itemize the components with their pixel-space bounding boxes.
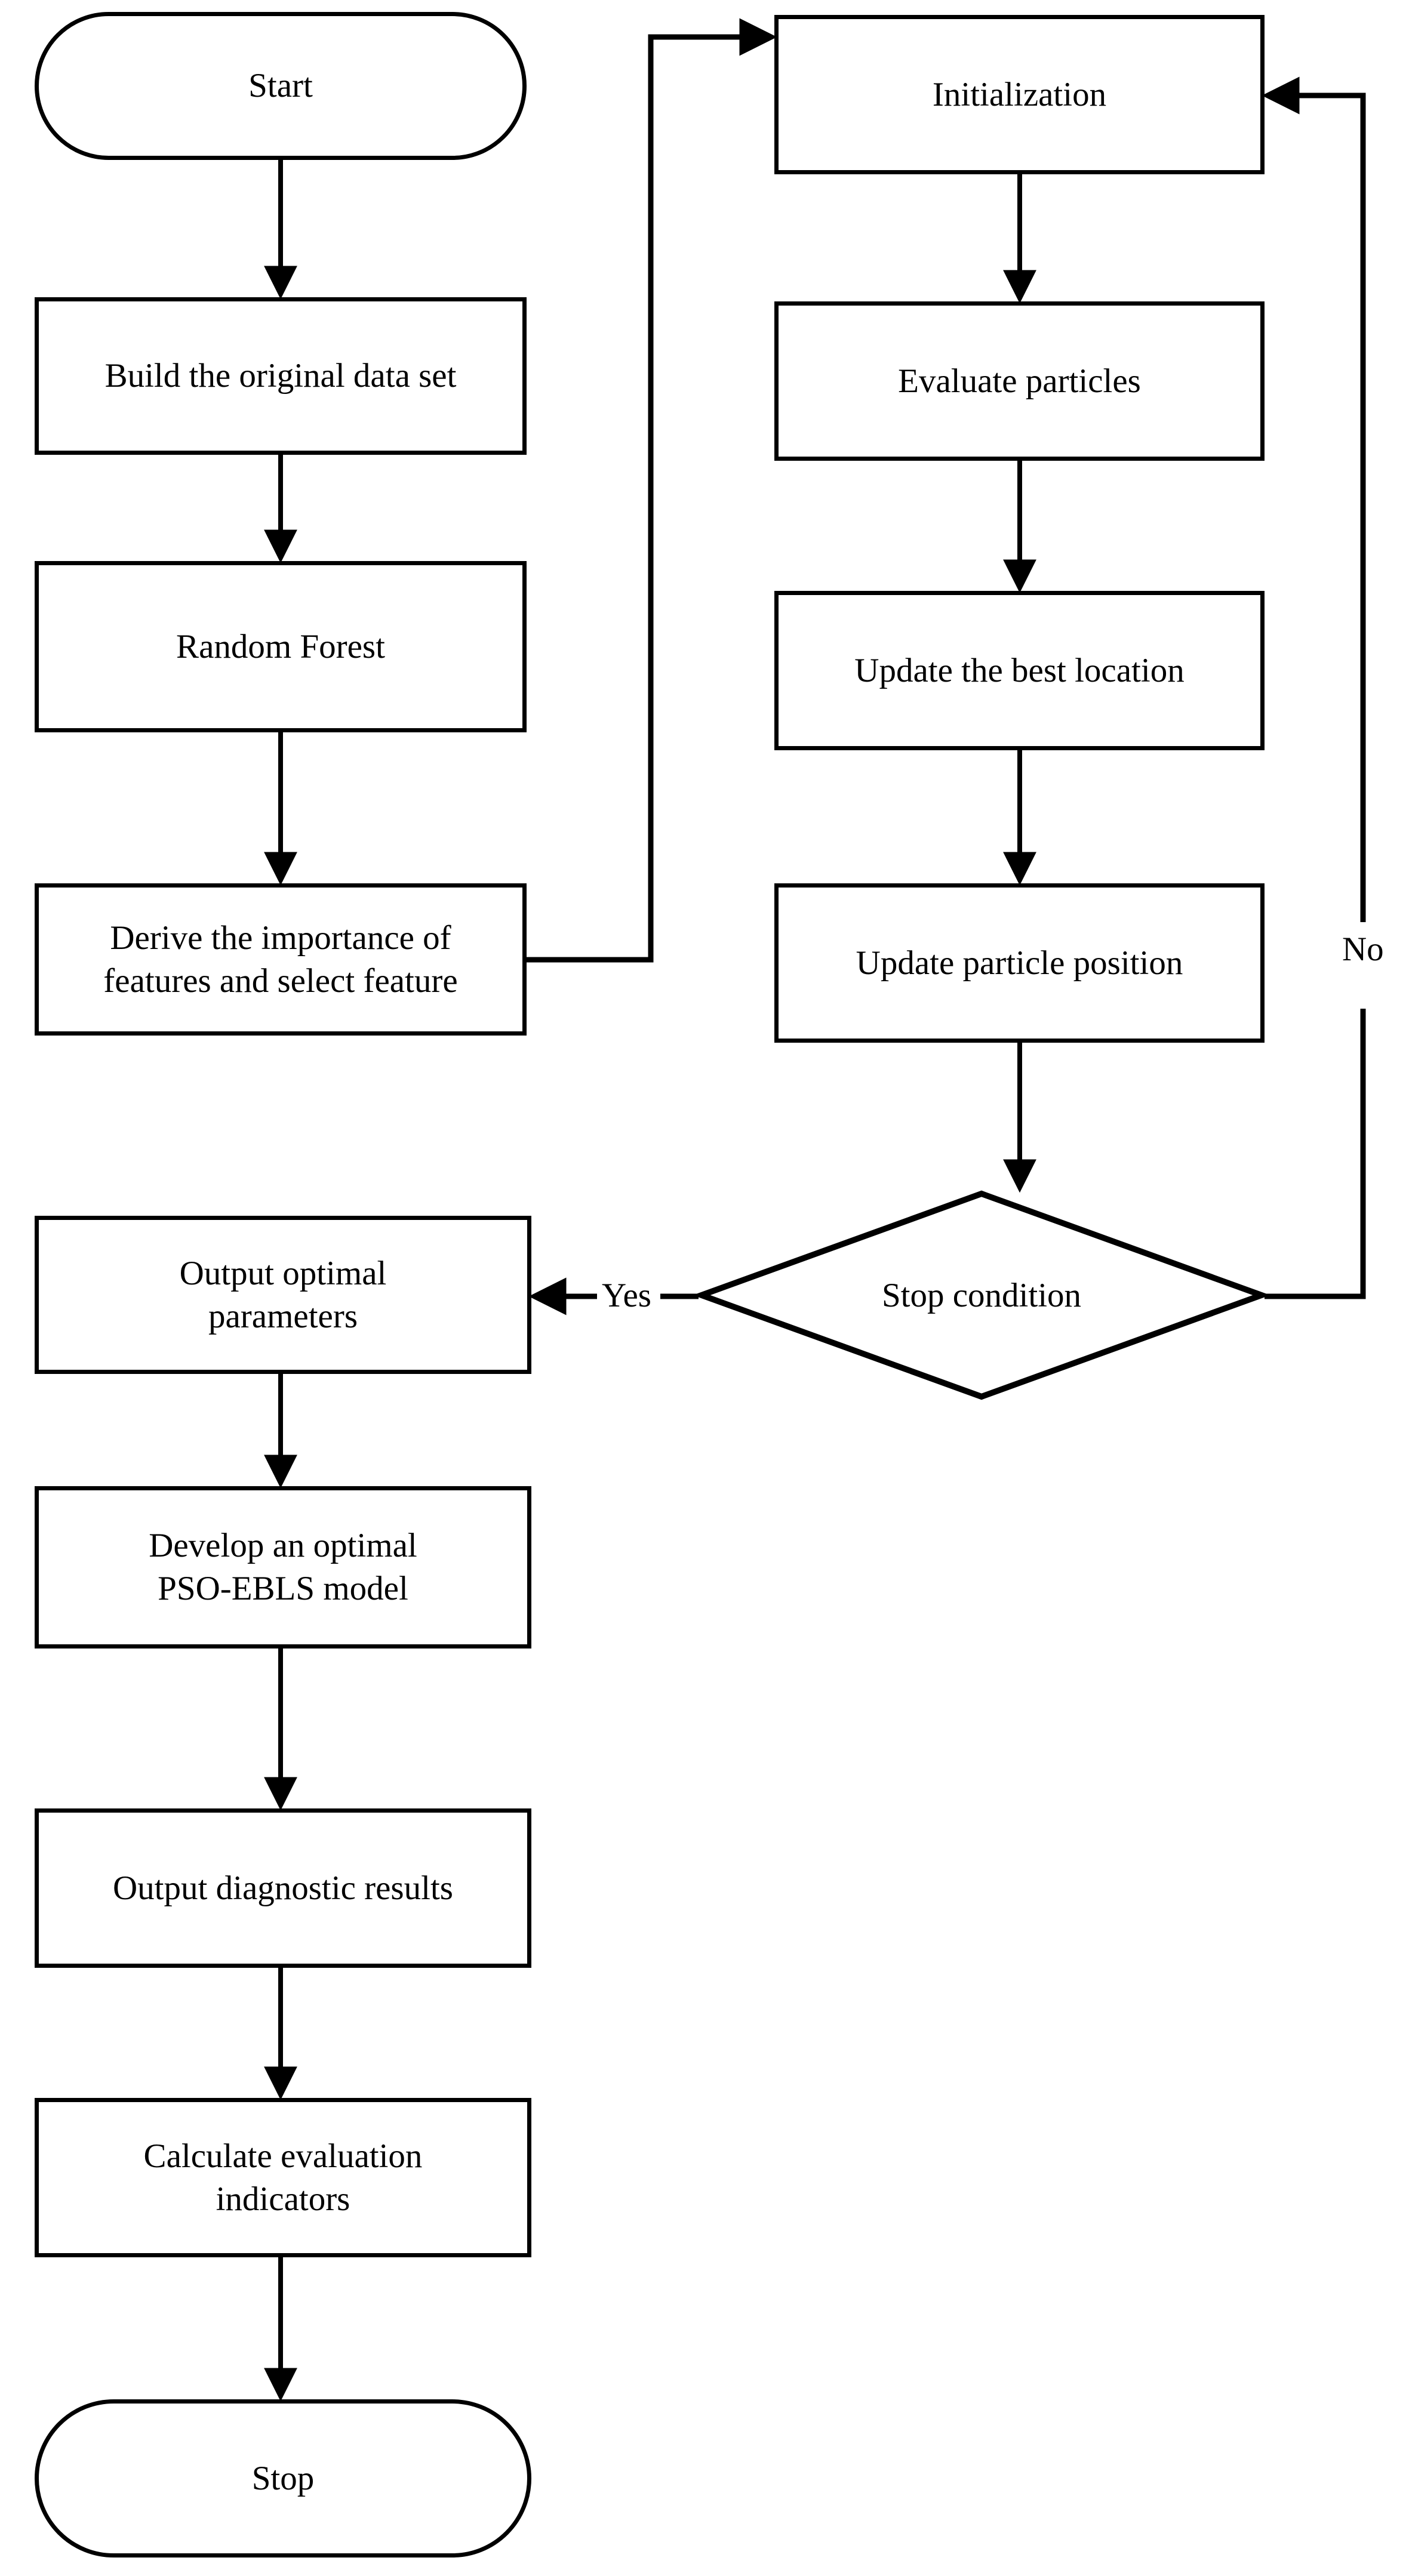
node-stop-condition-label: Stop condition: [881, 1276, 1082, 1314]
node-derive-importance-label: Derive the importance of features and se…: [103, 919, 458, 1000]
node-random-forest[interactable]: Random Forest: [35, 561, 527, 732]
node-update-particle-position-label: Update particle position: [856, 944, 1183, 982]
node-output-optimal-parameters-label: Output optimal parameters: [179, 1254, 387, 1335]
node-stop-condition-label-wrap: Stop condition: [699, 1191, 1265, 1400]
node-start[interactable]: Start: [35, 12, 527, 160]
edge-label-yes: Yes: [597, 1276, 656, 1315]
node-update-particle-position[interactable]: Update particle position: [774, 883, 1265, 1043]
node-derive-importance[interactable]: Derive the importance of features and se…: [35, 883, 527, 1036]
node-stop-label: Stop: [251, 2459, 315, 2497]
edge-label-no: No: [1337, 930, 1389, 969]
node-stop[interactable]: Stop: [35, 2399, 531, 2557]
node-stop-condition[interactable]: Stop condition: [693, 1190, 1270, 1400]
node-update-best-location-label: Update the best location: [854, 651, 1185, 689]
stop-condition-diamond-shape: [693, 1190, 1270, 1400]
node-initialization-label: Initialization: [932, 75, 1107, 113]
node-build-dataset-label: Build the original data set: [104, 357, 457, 395]
edge-stopcondition-no-to-initialization: [1265, 1009, 1366, 1299]
node-build-dataset[interactable]: Build the original data set: [35, 297, 527, 455]
node-evaluate-particles[interactable]: Evaluate particles: [774, 301, 1265, 461]
node-start-label: Start: [248, 67, 313, 105]
edge-derive-to-initialization: [527, 18, 777, 963]
node-evaluate-particles-label: Evaluate particles: [898, 362, 1141, 400]
node-develop-model[interactable]: Develop an optimal PSO-EBLS model: [35, 1486, 531, 1648]
edge-no-upper-segment-to-initialization: [1262, 76, 1366, 922]
node-develop-model-label: Develop an optimal PSO-EBLS model: [149, 1527, 417, 1607]
node-update-best-location[interactable]: Update the best location: [774, 591, 1265, 750]
node-initialization[interactable]: Initialization: [774, 15, 1265, 174]
node-output-diagnostic-results[interactable]: Output diagnostic results: [35, 1808, 531, 1968]
node-random-forest-label: Random Forest: [176, 627, 385, 665]
node-calculate-indicators[interactable]: Calculate evaluation indicators: [35, 2098, 531, 2257]
node-calculate-indicators-label: Calculate evaluation indicators: [143, 2137, 423, 2218]
node-output-diagnostic-results-label: Output diagnostic results: [113, 1869, 453, 1907]
node-output-optimal-parameters[interactable]: Output optimal parameters: [35, 1216, 531, 1374]
